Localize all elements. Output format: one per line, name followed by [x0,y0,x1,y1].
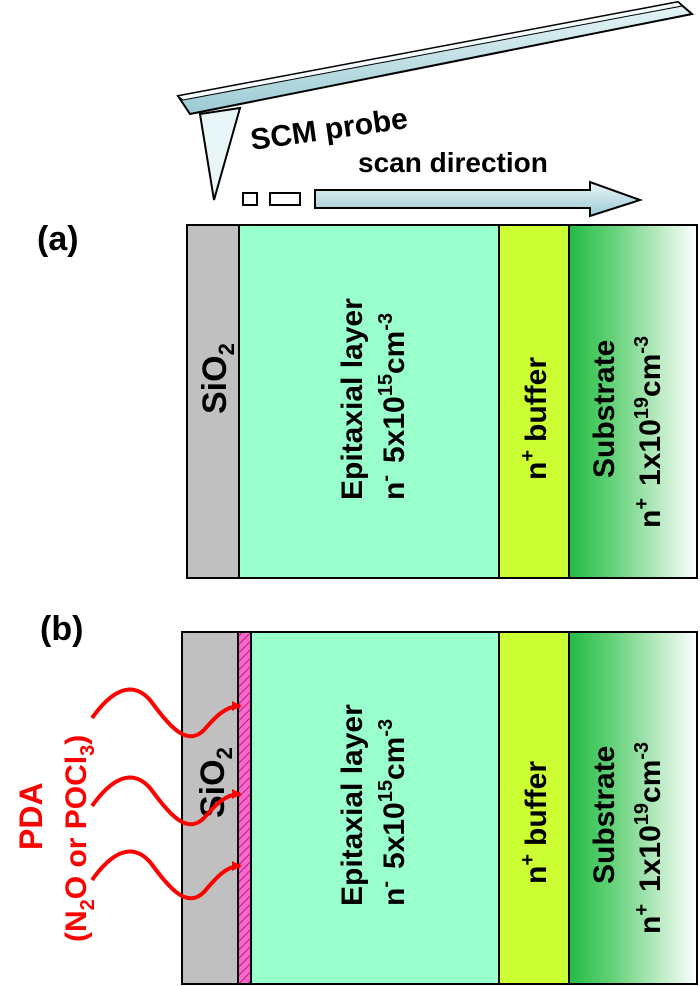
panel-b-epi-doping: n-5x1015cm-3 [375,719,411,906]
panel-a-substrate-layer [568,224,698,579]
panel-b-buffer-layer [498,631,570,985]
pda-arrows [90,687,242,901]
scan-direction-label: scan direction [358,147,548,178]
pda-gas-label: (N2O or POCl3) [60,735,99,942]
panel-b-substrate-doping: n+1x1019cm-3 [631,742,667,934]
panel-b-structure [181,631,698,985]
pda-arrow-3 [90,849,242,901]
panel-b-sio2-layer [181,631,239,985]
probe-cantilever-top [176,1,684,101]
panel-a-structure [186,224,698,579]
panel-a-substrate-doping: n+1x1019cm-3 [631,336,667,528]
probe-tip [198,106,242,201]
panel-b-substrate-label: Substrate [588,746,621,884]
pda-label: PDA [13,782,49,850]
panel-a-tag: (a) [37,220,79,258]
panel-a-epi-layer [238,224,500,579]
panel-b-epi-label: Epitaxial layer [336,704,369,906]
panel-a-buffer-layer [498,224,570,579]
panel-b-buffer-label: n+buffer [517,761,553,884]
panel-b-substrate-layer [568,631,698,985]
pda-arrow-1 [90,687,242,739]
scan-direction-arrow [242,180,644,218]
panel-a-epi-label: Epitaxial layer [336,298,369,500]
panel-a-buffer-label: n+buffer [517,357,553,480]
panel-b-interface-layer [237,631,252,985]
scm-probe [176,0,695,201]
panel-b-epi-layer [250,631,500,985]
panel-b-tag: (b) [40,610,83,648]
pda-arrow-2 [90,775,242,827]
panel-a-epi-doping: n-5x1015cm-3 [375,313,411,500]
panel-a-sio2-label: SiO2 [196,343,239,414]
panel-a-substrate-label: Substrate [588,340,621,478]
